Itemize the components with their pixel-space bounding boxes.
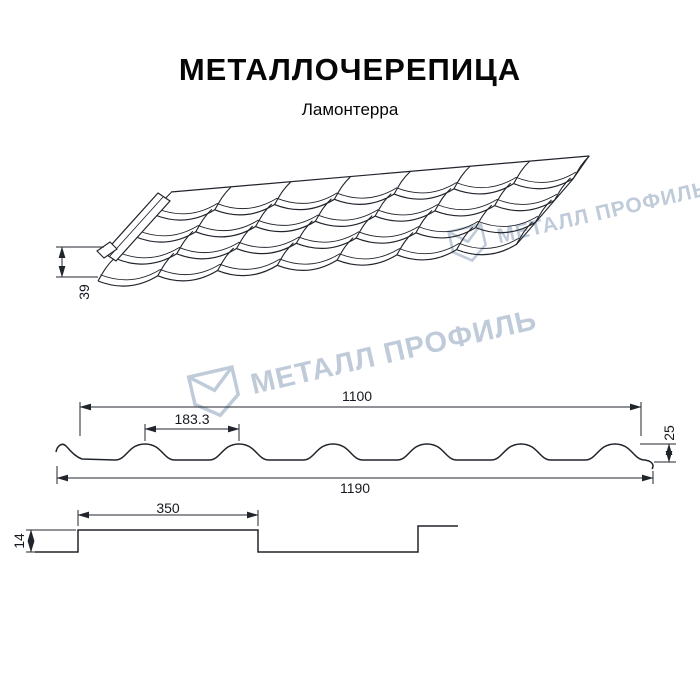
dimension-183 bbox=[144, 424, 240, 441]
longitudinal-profile-path bbox=[35, 525, 458, 553]
dimension-14 bbox=[26, 529, 76, 553]
dimension-25 bbox=[640, 443, 676, 463]
longitudinal-step-profile bbox=[26, 510, 458, 553]
brand-logo-icon bbox=[446, 222, 488, 263]
dim-14-label: 14 bbox=[11, 533, 27, 549]
dimension-1100 bbox=[79, 402, 642, 436]
perspective-roof-view bbox=[56, 155, 593, 290]
dim-1100-label: 1100 bbox=[341, 388, 373, 404]
page-subtitle: Ламонтерра bbox=[301, 100, 399, 119]
dim-39-label: 39 bbox=[76, 284, 92, 300]
rake-strip-end-tab bbox=[96, 241, 118, 259]
dim-183-label: 183.3 bbox=[174, 411, 210, 427]
brand-watermark: МЕТАЛЛ ПРОФИЛЬ bbox=[443, 169, 700, 270]
dim-25-label: 25 bbox=[661, 425, 677, 441]
dim-350-label: 350 bbox=[156, 500, 180, 516]
dimension-1190 bbox=[56, 466, 654, 484]
dimension-39 bbox=[56, 246, 104, 278]
cross-section-profile bbox=[55, 402, 676, 484]
dim-1190-label: 1190 bbox=[339, 480, 371, 496]
cross-section-profile-path bbox=[55, 443, 654, 470]
page-title: МЕТАЛЛОЧЕРЕПИЦА bbox=[178, 52, 522, 87]
dimension-350 bbox=[77, 510, 259, 526]
